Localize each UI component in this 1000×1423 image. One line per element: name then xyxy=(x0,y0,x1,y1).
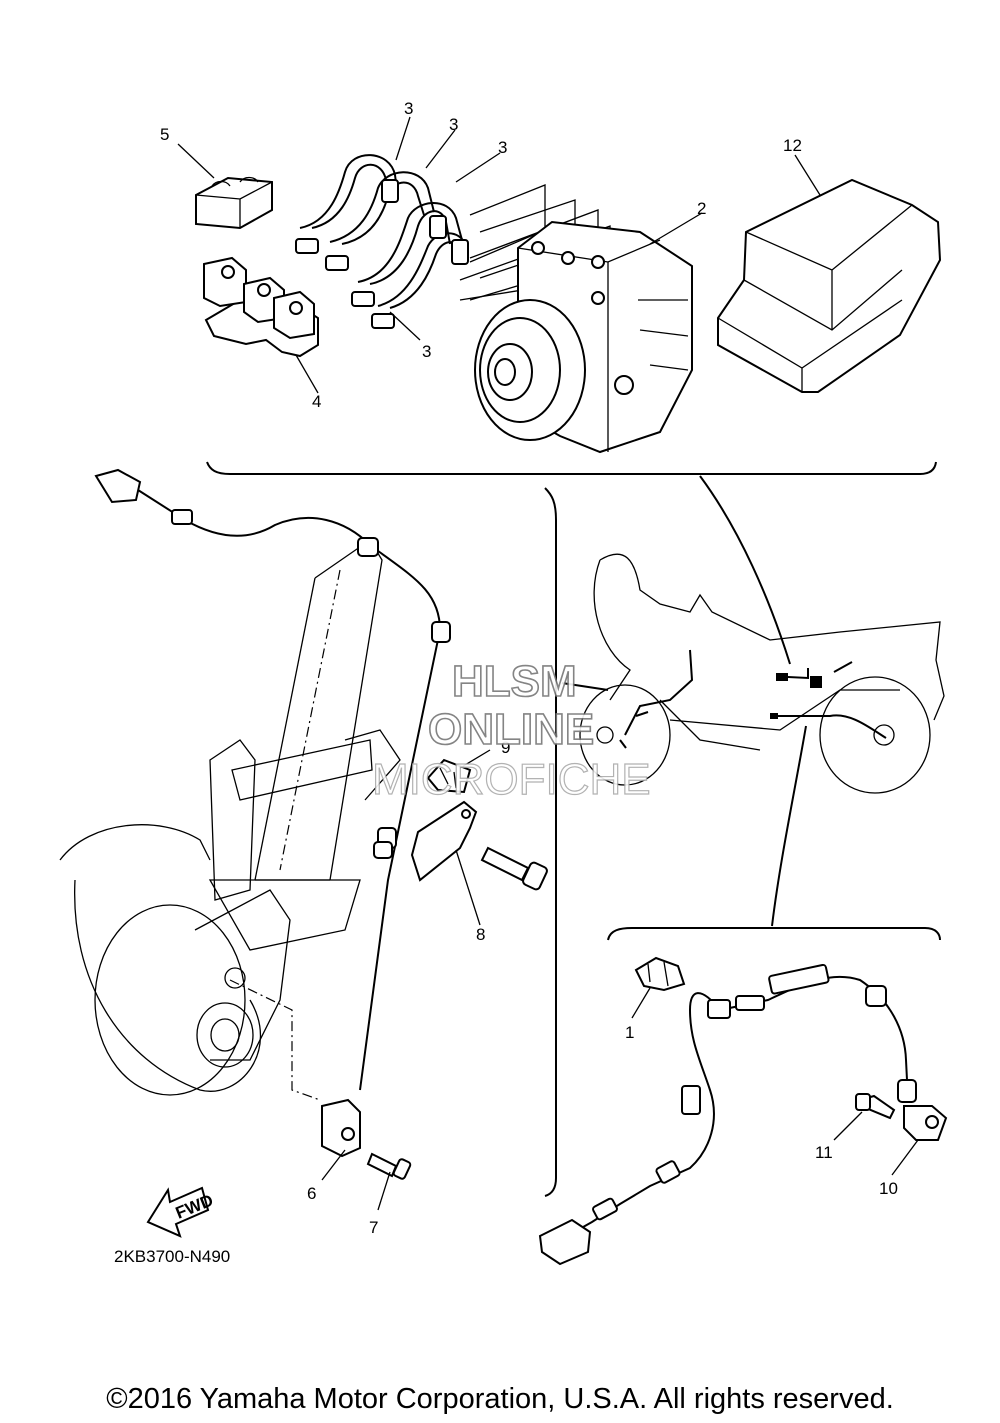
brake-joint xyxy=(203,256,319,358)
front-fork-assembly xyxy=(59,539,401,1101)
group-divider xyxy=(544,487,557,1197)
ecu-leader xyxy=(699,475,791,665)
hose-fitting-3 xyxy=(351,291,375,307)
callout-leaders xyxy=(177,116,919,1211)
hose-clamp xyxy=(426,758,472,794)
watermark: HLSM ONLINE MICROFICHE xyxy=(371,656,651,804)
callout-6: 6 xyxy=(307,1184,316,1203)
hose-fitting-1 xyxy=(295,238,319,254)
forward-arrow: FWD xyxy=(146,1186,216,1238)
callout-10: 10 xyxy=(879,1179,898,1198)
motorcycle-outline xyxy=(579,553,945,794)
drawing-code: 2KB3700-N490 xyxy=(114,1247,230,1266)
front-sensor-lead xyxy=(94,468,451,1091)
abs-ecu xyxy=(717,178,942,393)
callout-3a: 3 xyxy=(404,99,413,118)
top-group-bracket xyxy=(206,461,937,475)
front-leader xyxy=(561,682,609,691)
callout-9: 9 xyxy=(501,738,510,757)
callout-7: 7 xyxy=(369,1218,378,1237)
watermark-line1: HLSM xyxy=(452,657,577,706)
callout-11: 11 xyxy=(815,1143,833,1162)
callout-labels: 5 3 3 3 3 4 2 12 9 8 6 7 1 11 10 xyxy=(160,99,898,1237)
watermark-line2: ONLINE xyxy=(428,705,594,754)
fwd-label: FWD xyxy=(173,1191,216,1223)
callout-8: 8 xyxy=(476,925,485,944)
callout-3d: 3 xyxy=(422,342,431,361)
rear-hose-clamp xyxy=(634,956,686,992)
rear-sensor-lead xyxy=(538,963,917,1266)
callout-5: 5 xyxy=(160,125,169,144)
watermark-line3: MICROFICHE xyxy=(372,755,651,804)
callout-3b: 3 xyxy=(449,115,458,134)
hydraulic-unit xyxy=(474,220,693,454)
callout-3c: 3 xyxy=(498,138,507,157)
sensor-bolt xyxy=(366,1152,412,1180)
callout-12: 12 xyxy=(783,136,802,155)
callout-4: 4 xyxy=(312,392,321,411)
front-wheel-sensor xyxy=(321,1098,361,1158)
rear-group-bracket xyxy=(607,927,941,941)
rear-sensor-bolt xyxy=(855,1093,896,1120)
connector-block xyxy=(195,176,273,230)
copyright-footer: ©2016 Yamaha Motor Corporation, U.S.A. A… xyxy=(106,1383,894,1415)
hose-fitting-2 xyxy=(325,255,349,271)
rear-wheel-sensor xyxy=(903,1105,948,1141)
callout-1: 1 xyxy=(625,1023,634,1042)
hose-fitting-4 xyxy=(371,313,395,329)
sensor-bracket xyxy=(410,800,548,891)
callout-2: 2 xyxy=(697,199,706,218)
brake-hose-set xyxy=(295,154,469,329)
rear-leader xyxy=(771,725,807,927)
